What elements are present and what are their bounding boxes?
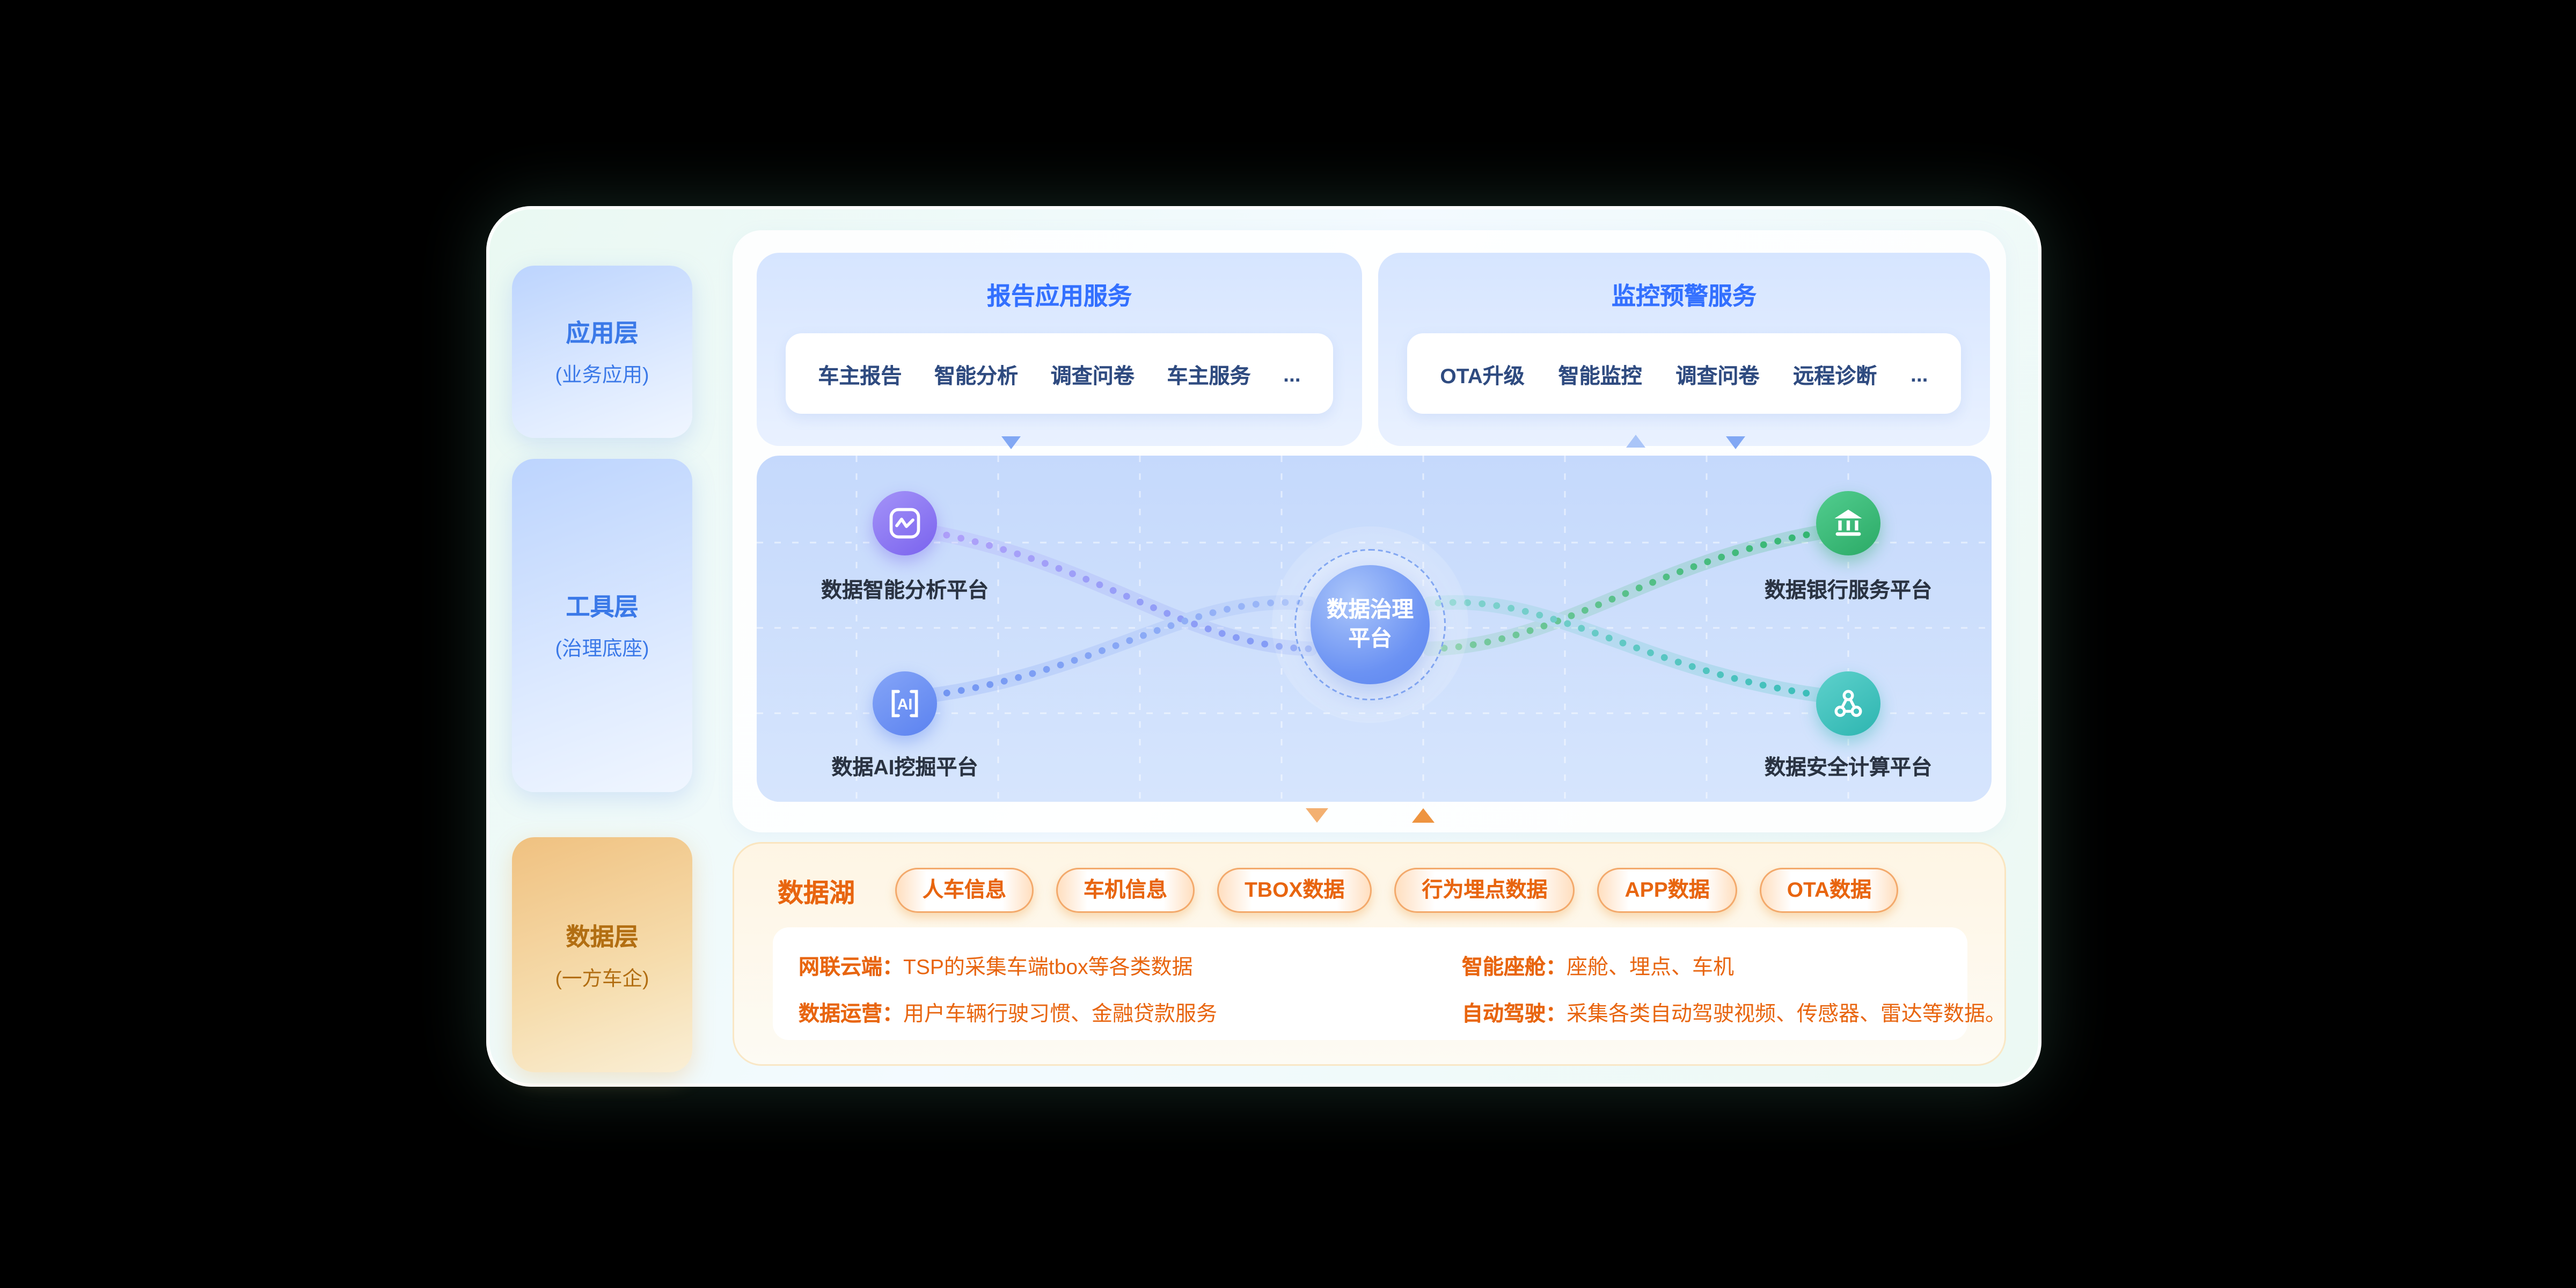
detail-label: 网联云端：	[799, 955, 904, 979]
node-analysis	[873, 491, 937, 555]
service-item: 智能监控	[1558, 363, 1642, 387]
service-item: 车主服务	[1167, 363, 1251, 387]
service-item: 远程诊断	[1793, 363, 1877, 387]
report-service-items: 车主报告 智能分析 调查问卷 车主服务 ...	[786, 333, 1333, 414]
hub-label-line2: 平台	[1348, 626, 1392, 650]
layer-data: 数据层 (一方车企)	[512, 837, 692, 1072]
node-ai: AI	[873, 671, 937, 736]
down-arrow-icon	[1726, 436, 1745, 449]
detail-label: 数据运营：	[799, 1001, 904, 1026]
detail-item: 自动驾驶：采集各类自动驾驶视频、传感器、雷达等数据。	[1462, 997, 2006, 1027]
detail-text: 采集各类自动驾驶视频、传感器、雷达等数据。	[1567, 1001, 2007, 1026]
share-nodes-icon	[1834, 690, 1862, 717]
service-item: ...	[1283, 361, 1301, 386]
monitor-service-items: OTA升级 智能监控 调查问卷 远程诊断 ...	[1407, 333, 1961, 414]
detail-item: 智能座舱：座舱、埋点、车机	[1462, 950, 2006, 980]
data-lake-details: 网联云端：TSP的采集车端tbox等各类数据 智能座舱：座舱、埋点、车机 数据运…	[773, 927, 2006, 1040]
monitor-service-title: 监控预警服务	[1611, 283, 1757, 311]
node-bank-label: 数据银行服务平台	[1764, 578, 1932, 602]
data-lake-tags: 人车信息 车机信息 TBOX数据 行为埋点数据 APP数据 OTA数据	[895, 868, 1899, 913]
service-item: ...	[1911, 361, 1928, 386]
report-service-box: 报告应用服务 车主报告 智能分析 调查问卷 车主服务 ...	[757, 253, 1362, 446]
data-lake-title: 数据湖	[778, 881, 855, 908]
service-item: 调查问卷	[1050, 363, 1135, 387]
detail-text: 座舱、埋点、车机	[1567, 955, 1735, 979]
detail-item: 网联云端：TSP的采集车端tbox等各类数据	[799, 950, 1462, 980]
svg-text:AI: AI	[897, 696, 913, 713]
service-item: 调查问卷	[1675, 363, 1760, 387]
data-governance-hub: 数据治理 平台	[1311, 565, 1430, 684]
data-tag: OTA数据	[1759, 868, 1899, 913]
governance-tool-panel	[757, 456, 1992, 802]
down-arrow-icon	[1306, 808, 1328, 823]
detail-text: TSP的采集车端tbox等各类数据	[903, 955, 1193, 979]
node-analysis-label: 数据智能分析平台	[821, 578, 989, 602]
data-tag: 车机信息	[1056, 868, 1195, 913]
layer-app-subtitle: (业务应用)	[555, 364, 649, 386]
data-tag: APP数据	[1597, 868, 1737, 913]
layer-tool: 工具层 (治理底座)	[512, 459, 692, 792]
report-service-title: 报告应用服务	[986, 283, 1132, 311]
detail-text: 用户车辆行驶习惯、金融贷款服务	[903, 1001, 1218, 1026]
layer-data-title: 数据层	[566, 923, 639, 951]
monitor-service-box: 监控预警服务 OTA升级 智能监控 调查问卷 远程诊断 ...	[1378, 253, 1990, 446]
layer-tool-title: 工具层	[566, 594, 639, 621]
bank-icon	[1834, 509, 1862, 536]
node-security-label: 数据安全计算平台	[1764, 755, 1932, 779]
detail-item: 数据运营：用户车辆行驶习惯、金融贷款服务	[799, 997, 1462, 1027]
up-arrow-icon	[1412, 808, 1435, 823]
data-tag: 行为埋点数据	[1394, 868, 1575, 913]
hub-label-line1: 数据治理	[1327, 597, 1414, 621]
node-ai-label: 数据AI挖掘平台	[831, 755, 978, 779]
data-tag: 人车信息	[895, 868, 1034, 913]
layer-tool-subtitle: (治理底座)	[555, 638, 649, 660]
detail-label: 自动驾驶：	[1462, 1001, 1567, 1026]
down-arrow-icon	[1001, 436, 1021, 449]
layer-data-subtitle: (一方车企)	[555, 967, 649, 990]
node-security	[1816, 671, 1880, 736]
ai-icon: AI	[891, 690, 918, 718]
service-item: OTA升级	[1440, 363, 1525, 387]
service-item: 智能分析	[934, 363, 1019, 387]
data-tag: TBOX数据	[1217, 868, 1372, 913]
detail-label: 智能座舱：	[1462, 955, 1567, 979]
node-bank	[1816, 491, 1880, 555]
up-arrow-icon	[1626, 435, 1645, 448]
service-item: 车主报告	[818, 363, 902, 387]
layer-app-title: 应用层	[566, 320, 639, 348]
layer-app: 应用层 (业务应用)	[512, 266, 692, 438]
pulse-chart-icon	[889, 508, 920, 539]
